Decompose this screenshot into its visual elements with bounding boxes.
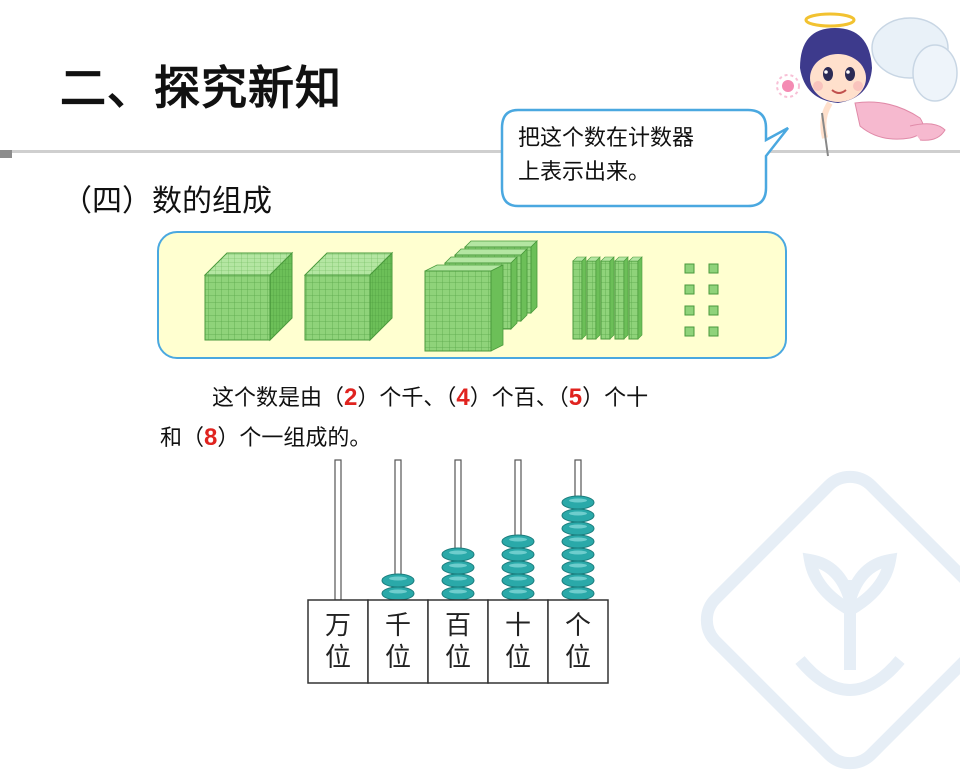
abacus-bead-highlight xyxy=(569,498,587,503)
title-divider-accent xyxy=(0,150,12,158)
abacus-bead-highlight xyxy=(389,576,407,581)
abacus-bead-highlight xyxy=(569,563,587,568)
abacus-place-label: 个位 xyxy=(550,610,606,674)
thousand-cube xyxy=(203,251,294,342)
abacus-rod xyxy=(334,459,342,601)
base-ten-blocks xyxy=(203,240,719,352)
place-label-top: 百 xyxy=(444,611,471,641)
abacus-bead-highlight xyxy=(509,576,527,581)
place-label-bottom: 位 xyxy=(324,643,351,673)
title-divider xyxy=(0,150,960,153)
place-label-top: 十 xyxy=(504,611,531,641)
composition-sentence-line-1: 这个数是由（2）个千、（4）个百、（5）个十 xyxy=(212,380,648,412)
page-title: 二、探究新知 xyxy=(60,61,342,115)
abacus-bead-highlight xyxy=(569,511,587,516)
abacus-place-label: 千位 xyxy=(370,610,426,674)
abacus-bead-highlight xyxy=(509,537,527,542)
answer-thousands: 2 xyxy=(344,384,358,411)
sentence-text: ）个千、（ xyxy=(357,386,457,411)
answer-tens: 5 xyxy=(568,384,583,411)
sentence-text: 这个数是由（ xyxy=(212,386,345,411)
hundred-flat xyxy=(424,264,504,352)
answer-ones: 8 xyxy=(204,424,218,451)
sentence-text: ）个一组成的。 xyxy=(217,426,372,451)
composition-sentence-line-2: 和（8）个一组成的。 xyxy=(160,420,371,452)
abacus-bead-highlight xyxy=(509,589,527,594)
abacus-bead-highlight xyxy=(389,589,407,594)
abacus-bead-highlight xyxy=(569,576,587,581)
unit-cubes xyxy=(684,263,719,337)
place-label-bottom: 位 xyxy=(444,643,471,673)
sentence-text: 和（ xyxy=(160,426,205,451)
abacus-bead-highlight xyxy=(569,550,587,555)
angel-illustration xyxy=(776,12,958,157)
section-subtitle: （四）数的组成 xyxy=(62,184,272,219)
answer-hundreds: 4 xyxy=(456,384,470,411)
place-label-top: 万 xyxy=(324,611,351,641)
place-label-bottom: 位 xyxy=(504,643,531,673)
abacus-bead-highlight xyxy=(569,537,587,542)
abacus-place-box xyxy=(487,599,549,684)
sentence-text: ）个十 xyxy=(582,386,649,411)
abacus-place-box xyxy=(427,599,489,684)
abacus-place-box xyxy=(307,599,369,684)
watermark-logo xyxy=(700,470,960,770)
bubble-line-2: 上表示出来。 xyxy=(518,160,651,185)
speech-bubble xyxy=(500,108,789,208)
abacus-place-box xyxy=(367,599,429,684)
abacus-bead-highlight xyxy=(449,550,467,555)
abacus-bead-highlight xyxy=(569,524,587,529)
abacus-counter xyxy=(307,459,609,684)
abacus-bead-highlight xyxy=(449,589,467,594)
place-label-bottom: 位 xyxy=(384,643,411,673)
thousand-cube xyxy=(303,251,394,342)
place-label-top: 个 xyxy=(564,611,591,641)
bubble-line-1: 把这个数在计数器 xyxy=(518,126,695,151)
speech-bubble-text: 把这个数在计数器 上表示出来。 xyxy=(518,122,768,190)
abacus-bead-highlight xyxy=(509,550,527,555)
abacus-place-box xyxy=(547,599,609,684)
abacus-place-label: 百位 xyxy=(430,610,486,674)
abacus-place-label: 十位 xyxy=(490,610,546,674)
abacus-place-label: 万位 xyxy=(310,610,366,674)
sentence-text: ）个百、（ xyxy=(469,386,569,411)
place-label-top: 千 xyxy=(384,611,411,641)
place-label-bottom: 位 xyxy=(564,643,591,673)
abacus-bead-highlight xyxy=(569,589,587,594)
abacus-bead-highlight xyxy=(449,576,467,581)
ten-rods xyxy=(572,256,643,340)
abacus-bead-highlight xyxy=(449,563,467,568)
abacus-bead-highlight xyxy=(509,563,527,568)
